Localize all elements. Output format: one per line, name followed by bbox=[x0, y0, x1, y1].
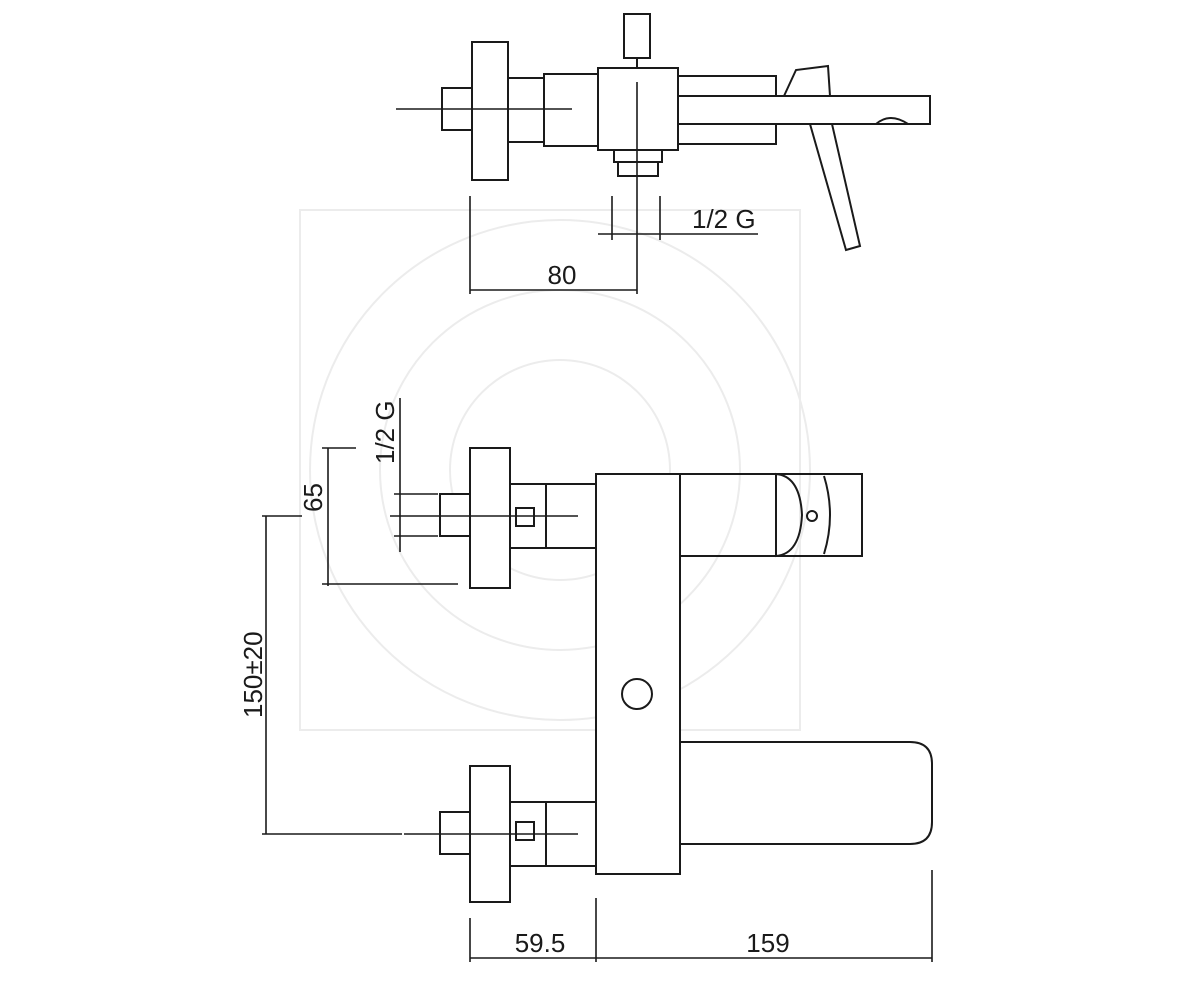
dim-bottom-right: 159 bbox=[746, 928, 789, 958]
top-diverter-knob bbox=[623, 13, 651, 59]
top-view: 80 1/2 G bbox=[396, 13, 931, 294]
top-body bbox=[597, 67, 679, 151]
top-flange bbox=[471, 41, 509, 181]
front-view: 1/2 G 65 150±20 59.5 159 bbox=[238, 398, 933, 962]
front-lever-handle bbox=[775, 472, 804, 558]
top-outlet-nut bbox=[613, 149, 663, 163]
front-mixer-body bbox=[595, 473, 681, 875]
dim-top-thread: 1/2 G bbox=[692, 204, 756, 234]
dim-top-width: 80 bbox=[548, 260, 577, 290]
front-lower-inlet-pipe bbox=[439, 811, 473, 855]
front-diverter-knob bbox=[621, 678, 653, 710]
front-upper-inlet-pipe bbox=[439, 493, 473, 537]
front-upper-flange bbox=[469, 447, 511, 589]
front-spout bbox=[679, 741, 933, 845]
front-lever-screw bbox=[806, 510, 818, 522]
dim-side-thread: 1/2 G bbox=[370, 400, 400, 464]
top-outlet-thread bbox=[617, 161, 659, 177]
front-upper-nut-square bbox=[515, 507, 535, 527]
watermark bbox=[299, 209, 811, 731]
top-connector bbox=[507, 77, 545, 143]
dim-center-distance: 150±20 bbox=[238, 631, 268, 718]
dim-side-offset: 65 bbox=[298, 483, 328, 512]
top-stem bbox=[543, 73, 599, 147]
front-lower-nut-square bbox=[515, 821, 535, 841]
top-lever-arm bbox=[808, 123, 862, 252]
top-lever-handle bbox=[782, 64, 832, 97]
front-cartridge-housing bbox=[680, 473, 863, 557]
top-spout bbox=[678, 75, 931, 145]
dim-bottom-left: 59.5 bbox=[515, 928, 566, 958]
